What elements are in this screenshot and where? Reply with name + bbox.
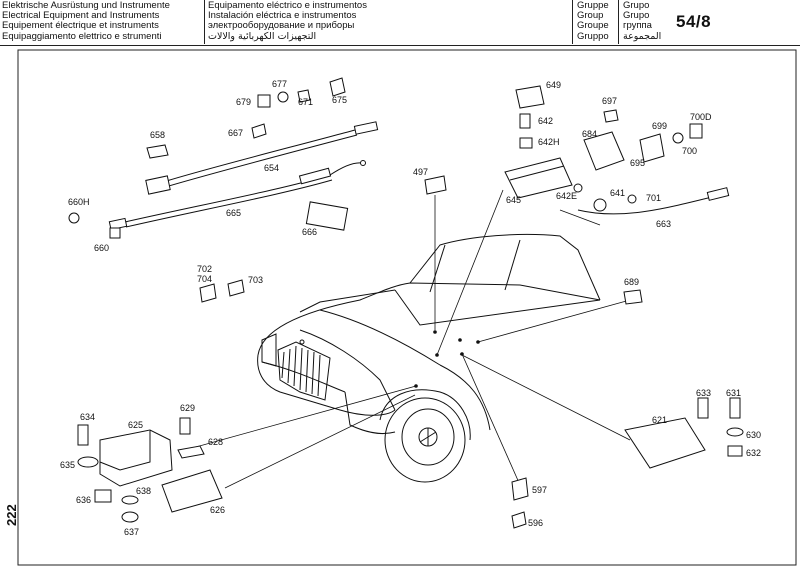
header-rule	[0, 45, 800, 46]
part-number-642e: 642E	[556, 191, 577, 201]
part-number-634: 634	[80, 412, 95, 422]
part-number-641: 641	[610, 188, 625, 198]
part-number-649: 649	[546, 80, 561, 90]
group-word-it: Gruppo	[577, 30, 609, 42]
part-number-497: 497	[413, 167, 428, 177]
part-number-621: 621	[652, 415, 667, 425]
part-number-658: 658	[150, 130, 165, 140]
part-number-704: 704	[197, 274, 212, 284]
part-number-701: 701	[646, 193, 661, 203]
part-number-695: 695	[630, 158, 645, 168]
side-page-number: 222	[4, 504, 19, 526]
group-title-fr: Equipement électrique et instruments	[2, 20, 159, 32]
group-title-en: Electrical Equipment and Instruments	[2, 10, 160, 22]
part-number-665: 665	[226, 208, 241, 218]
group-title-ar: التجهيزات الكهربائية والالات	[208, 30, 317, 42]
diagram-frame	[17, 49, 797, 566]
group-word-en: Group	[577, 10, 604, 22]
group-word-column-1: Gruppe Group Groupe Gruppo	[577, 0, 609, 42]
page-header: Elektrische Ausrüstung und Instrumente E…	[0, 0, 800, 46]
part-number-684: 684	[582, 129, 597, 139]
leader-lines	[184, 189, 631, 489]
part-number-702: 702	[197, 264, 212, 274]
part-number-629: 629	[180, 403, 195, 413]
part-number-632: 632	[746, 448, 761, 458]
group-title-es2: Instalación eléctrica e instrumentos	[208, 10, 357, 22]
part-number-677: 677	[272, 79, 287, 89]
group-word-es2: Grupo	[623, 10, 650, 22]
page-number: 54/8	[676, 12, 712, 31]
part-number-663: 663	[656, 219, 671, 229]
vehicle-outline	[257, 233, 601, 483]
group-title-ru: электрооборудование и приборы	[208, 20, 355, 32]
part-number-697: 697	[602, 96, 617, 106]
part-number-633: 633	[696, 388, 711, 398]
part-number-700d: 700D	[690, 112, 712, 122]
part-number-654: 654	[264, 163, 279, 173]
group-word-ru: группа	[623, 20, 652, 32]
part-number-660: 660	[94, 243, 109, 253]
part-number-667: 667	[228, 128, 243, 138]
group-word-fr: Groupe	[577, 20, 609, 32]
part-number-637: 637	[124, 527, 139, 537]
group-word-ar: المجموعة	[623, 30, 662, 42]
group-title-es: Equipamento eléctrico e instrumentos	[208, 0, 367, 11]
part-number-597: 597	[532, 485, 547, 495]
part-number-635: 635	[60, 460, 75, 470]
part-number-628: 628	[208, 437, 223, 447]
leader-dots	[414, 330, 480, 388]
group-title-column-2: Equipamento eléctrico e instrumentos Ins…	[208, 0, 367, 42]
part-number-labels: 649 677 679 671 675 697 642 700D 658 667 684 699 642…	[60, 79, 761, 537]
part-number-675: 675	[332, 95, 347, 105]
part-number-660h: 660H	[68, 197, 90, 207]
part-number-626: 626	[210, 505, 225, 515]
part-number-689: 689	[624, 277, 639, 287]
part-number-642: 642	[538, 116, 553, 126]
part-number-631: 631	[726, 388, 741, 398]
group-title-column-1: Elektrische Ausrüstung und Instrumente E…	[2, 0, 170, 42]
group-word-column-2: Grupo Grupo группа المجموعة	[623, 0, 662, 42]
header-divider	[204, 0, 205, 44]
header-divider	[618, 0, 619, 44]
part-number-638: 638	[136, 486, 151, 496]
part-number-699: 699	[652, 121, 667, 131]
header-divider	[572, 0, 573, 44]
part-number-630: 630	[746, 430, 761, 440]
group-title-it: Equipaggiamento elettrico e strumenti	[2, 30, 162, 42]
part-number-703: 703	[248, 275, 263, 285]
group-word-de: Gruppe	[577, 0, 609, 11]
part-number-642h: 642H	[538, 137, 560, 147]
part-number-596: 596	[528, 518, 543, 528]
part-number-671: 671	[298, 97, 313, 107]
group-word-es: Grupo	[623, 0, 650, 11]
part-number-700: 700	[682, 146, 697, 156]
part-drawings	[68, 77, 744, 529]
part-number-625: 625	[128, 420, 143, 430]
group-title-de: Elektrische Ausrüstung und Instrumente	[2, 0, 170, 11]
part-number-679: 679	[236, 97, 251, 107]
part-number-666: 666	[302, 227, 317, 237]
part-number-636: 636	[76, 495, 91, 505]
part-number-645: 645	[506, 195, 521, 205]
